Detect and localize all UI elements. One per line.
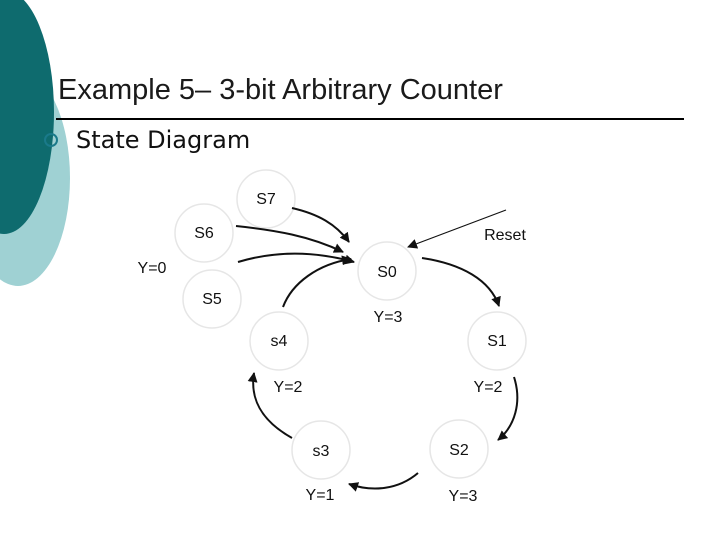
arrow-reset-S0 — [407, 209, 507, 249]
reset-label: Reset — [484, 227, 526, 244]
title-rule — [56, 118, 684, 120]
state-S0: S0 — [357, 241, 417, 301]
ring-bullet-icon — [44, 133, 58, 147]
arrow-S5-S0 — [237, 252, 355, 265]
decor-dark-ellipse — [0, 0, 54, 234]
output-label-s4: Y=2 — [274, 379, 303, 396]
state-s3: s3 — [291, 420, 351, 480]
state-label-S0: S0 — [377, 264, 397, 281]
output-label-S1: Y=2 — [474, 379, 503, 396]
slide-title: Example 5– 3-bit Arbitrary Counter — [58, 74, 503, 106]
state-S6: S6 — [174, 203, 234, 263]
arrow-s3-s4 — [247, 372, 293, 439]
arrow-S1-S2 — [497, 376, 519, 441]
state-S1: S1 — [467, 311, 527, 371]
state-label-S1: S1 — [487, 333, 507, 350]
state-label-s3: s3 — [313, 443, 330, 460]
arrow-S0-S1 — [421, 257, 501, 307]
arrow-S2-s3 — [348, 472, 419, 492]
state-label-S7: S7 — [256, 191, 276, 208]
state-s4: s4 — [249, 311, 309, 371]
output-label-S2: Y=3 — [449, 488, 478, 505]
state-S5: S5 — [182, 269, 242, 329]
state-label-S5: S5 — [202, 291, 222, 308]
state-label-s4: s4 — [271, 333, 288, 350]
arrow-S7-S0 — [291, 207, 350, 243]
state-S2: S2 — [429, 419, 489, 479]
state-S7: S7 — [236, 169, 296, 229]
output-label-S0: Y=3 — [374, 309, 403, 326]
bullet-text: State Diagram — [76, 126, 251, 154]
state-label-S2: S2 — [449, 442, 469, 459]
bullet-item: State Diagram — [40, 124, 250, 156]
arrow-s4-S0 — [282, 255, 352, 308]
arrow-S6-S0 — [235, 225, 344, 253]
output-label-unused: Y=0 — [138, 260, 167, 277]
output-label-s3: Y=1 — [306, 487, 335, 504]
state-label-S6: S6 — [194, 225, 214, 242]
